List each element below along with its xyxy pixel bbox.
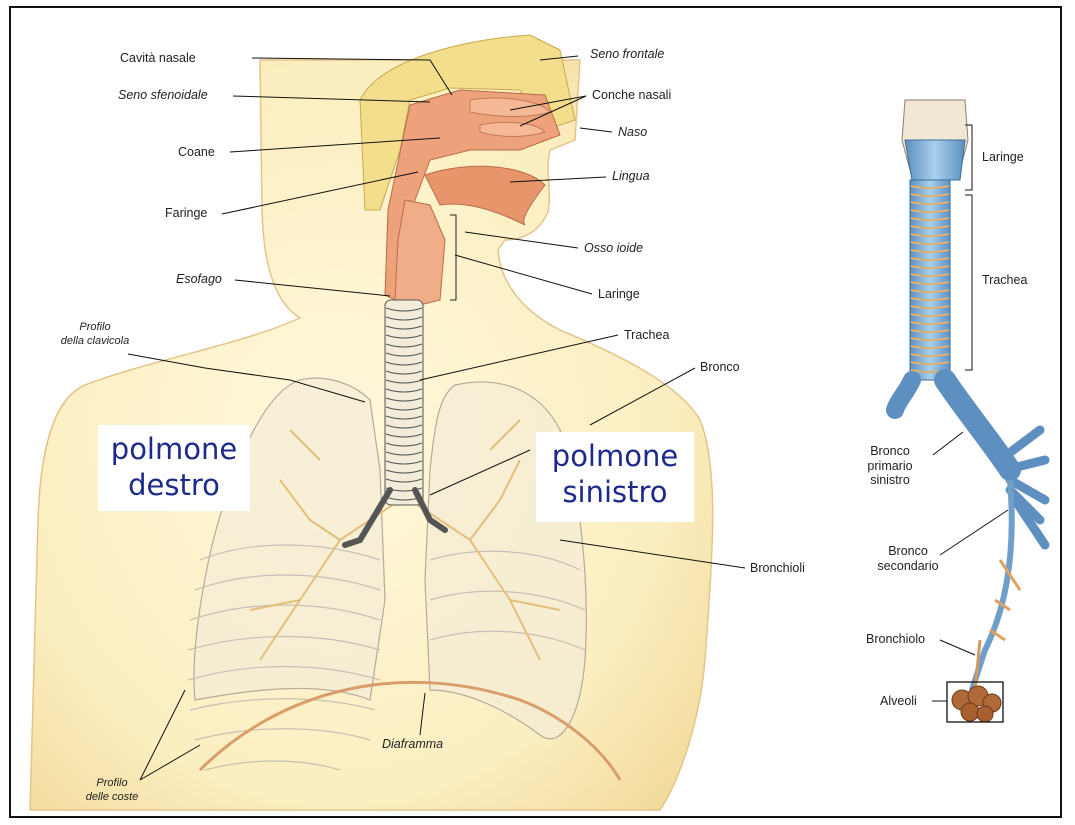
label-bronco-secondario-line1: Bronco (870, 545, 946, 558)
lung-label-right: polmone destro (98, 425, 250, 511)
label-seno-sfenoidale: Seno sfenoidale (118, 89, 208, 102)
lung-label-right-line2: destro (98, 467, 250, 503)
label-bronco-main: Bronco (700, 361, 740, 374)
label-profilo-coste-line2: delle coste (62, 792, 162, 803)
label-profilo-clavicola-line2: della clavicola (40, 336, 150, 347)
alveoli-cluster (952, 686, 1001, 722)
label-bronco-secondario: Bronco secondario (870, 545, 946, 572)
lung-label-left: polmone sinistro (536, 432, 694, 522)
label-bronchiolo: Bronchiolo (866, 633, 925, 646)
label-bronco-secondario-line2: secondario (870, 560, 946, 573)
label-coane: Coane (178, 146, 215, 159)
label-bronco-primario-line3: sinistro (852, 474, 928, 487)
label-esofago: Esofago (176, 273, 222, 286)
label-osso-ioide: Osso ioide (584, 242, 643, 255)
label-profilo-clavicola: Profilo della clavicola (40, 322, 150, 347)
label-profilo-clavicola-line1: Profilo (40, 322, 150, 333)
lung-label-left-line1: polmone (536, 438, 694, 474)
label-bronco-primario: Bronco primario sinistro (852, 445, 928, 487)
lung-label-right-line1: polmone (98, 431, 250, 467)
label-profilo-coste: Profilo delle coste (62, 778, 162, 803)
label-diaframma: Diaframma (382, 738, 443, 751)
label-bronchioli: Bronchioli (750, 562, 805, 575)
label-alveoli: Alveoli (880, 695, 917, 708)
side-airway-illustration (895, 100, 1045, 722)
label-faringe: Faringe (165, 207, 207, 220)
label-naso: Naso (618, 126, 647, 139)
label-laringe-side: Laringe (982, 151, 1024, 164)
label-bronco-primario-line2: primario (852, 460, 928, 473)
lung-label-left-line2: sinistro (536, 474, 694, 510)
label-profilo-coste-line1: Profilo (62, 778, 162, 789)
label-bronco-primario-line1: Bronco (852, 445, 928, 458)
label-conche-nasali: Conche nasali (592, 89, 671, 102)
label-cavita-nasale: Cavità nasale (120, 52, 196, 65)
label-laringe-main: Laringe (598, 288, 640, 301)
label-trachea-main: Trachea (624, 329, 669, 342)
label-seno-frontale: Seno frontale (590, 48, 664, 61)
label-lingua: Lingua (612, 170, 650, 183)
label-trachea-side: Trachea (982, 274, 1027, 287)
